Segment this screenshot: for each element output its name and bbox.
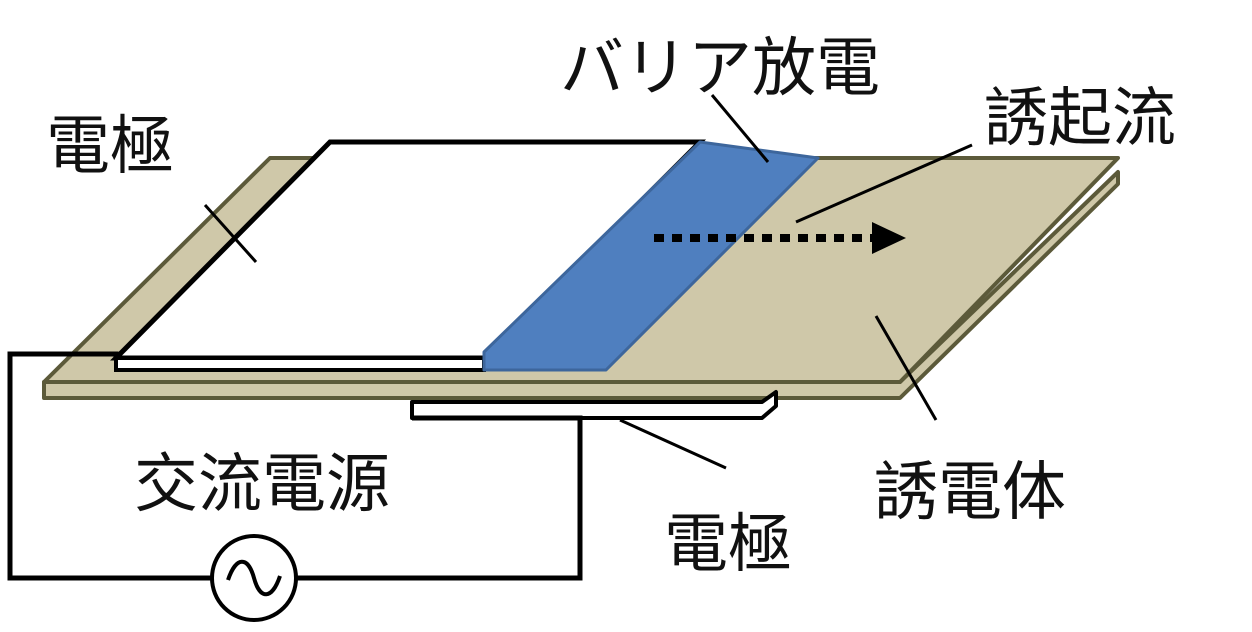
- label-barrier-discharge: バリア放電: [560, 32, 880, 106]
- leader-line-dielectric: [874, 315, 938, 421]
- barrier-discharge-plasma: [482, 140, 820, 372]
- label-ac-power-supply: 交流電源: [134, 448, 390, 522]
- wire-bottom-electrode: [296, 415, 583, 581]
- wire-top-electrode: [7, 351, 212, 581]
- leader-line-top-electrode: [203, 203, 258, 264]
- leader-line-bottom-electrode: [619, 418, 727, 470]
- label-bottom-electrode: 電極: [664, 508, 792, 582]
- leader-line-induced-flow: [795, 143, 973, 224]
- label-induced-flow: 誘起流: [984, 82, 1176, 156]
- label-top-electrode: 電極: [46, 110, 174, 184]
- label-dielectric: 誘電体: [874, 456, 1066, 530]
- ac-sine-wave-icon: [210, 534, 298, 622]
- top-electrode-thickness: [114, 356, 486, 372]
- dotted-arrow-right-icon: [654, 222, 906, 254]
- leader-line-barrier-discharge: [710, 94, 770, 163]
